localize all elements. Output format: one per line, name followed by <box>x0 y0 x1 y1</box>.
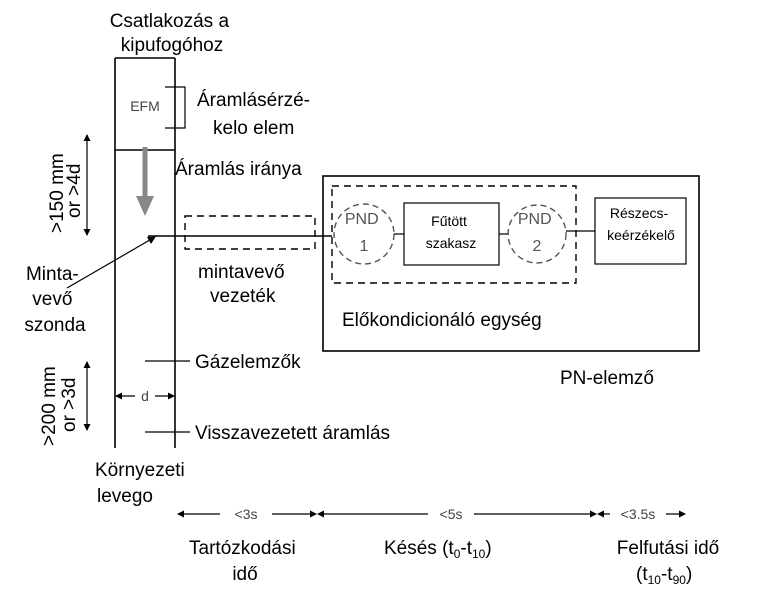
pn-analyzer-box <box>322 175 700 352</box>
efm-label: EFM <box>130 98 160 114</box>
downstream-dimension-label-2: or >3d <box>59 378 80 432</box>
heated-section-label: Fűtött szakasz <box>426 213 477 251</box>
upstream-dimension-label-1: >150 mm <box>47 153 68 233</box>
flow-direction-arrow <box>136 147 154 216</box>
pnd2-circle <box>507 204 567 264</box>
return-flow-label: Visszavezetett áramlás <box>195 423 390 444</box>
rise-limit-label: <3.5s <box>621 506 656 522</box>
preconditioning-unit-box <box>331 185 577 284</box>
probe-label: Minta- vevő szonda <box>24 264 86 336</box>
flow-sensor-label: Áramlásérzé- kelo elem <box>197 90 315 139</box>
pnd1-label: PND 1 <box>345 211 383 255</box>
gas-analyzers-label: Gázelemzők <box>195 352 301 373</box>
residence-limit-label: <3s <box>235 506 258 522</box>
residence-time-label: Tartózkodási idő <box>189 538 301 585</box>
rise-time-label: Felfutási idő <box>617 538 719 559</box>
delay-limit-label: <5s <box>440 506 463 522</box>
timeline: <3s <5s <3.5s <box>177 506 686 522</box>
sampling-line-heated-box <box>184 215 316 250</box>
downstream-dimension-label-1: >200 mm <box>39 366 60 446</box>
flow-direction-label: Áramlás iránya <box>175 159 302 180</box>
particle-detector-box <box>594 197 687 265</box>
pn-analyzer-label: PN-elemző <box>560 368 654 389</box>
rise-time-range-label: (t10-t90) <box>636 564 692 587</box>
preconditioning-unit-label: Előkondicionáló egység <box>342 310 542 331</box>
pnd2-label: PND 2 <box>518 211 556 255</box>
sampling-line-label: mintavevő vezeték <box>198 262 290 307</box>
upstream-dimension-label-2: or >4d <box>64 164 85 218</box>
exhaust-connection-label: Csatlakozás a kipufogóhoz <box>110 11 235 56</box>
particle-detector-label: Részecs- keérzékelő <box>607 205 675 243</box>
exhaust-tube <box>114 57 176 448</box>
delay-label: Késés (t0-t10) <box>384 538 492 561</box>
diameter-label: d <box>141 388 149 404</box>
ambient-air-label: Környezeti levego <box>95 460 190 507</box>
efm-bracket <box>165 86 186 129</box>
probe-pointer-arrow <box>66 236 156 289</box>
